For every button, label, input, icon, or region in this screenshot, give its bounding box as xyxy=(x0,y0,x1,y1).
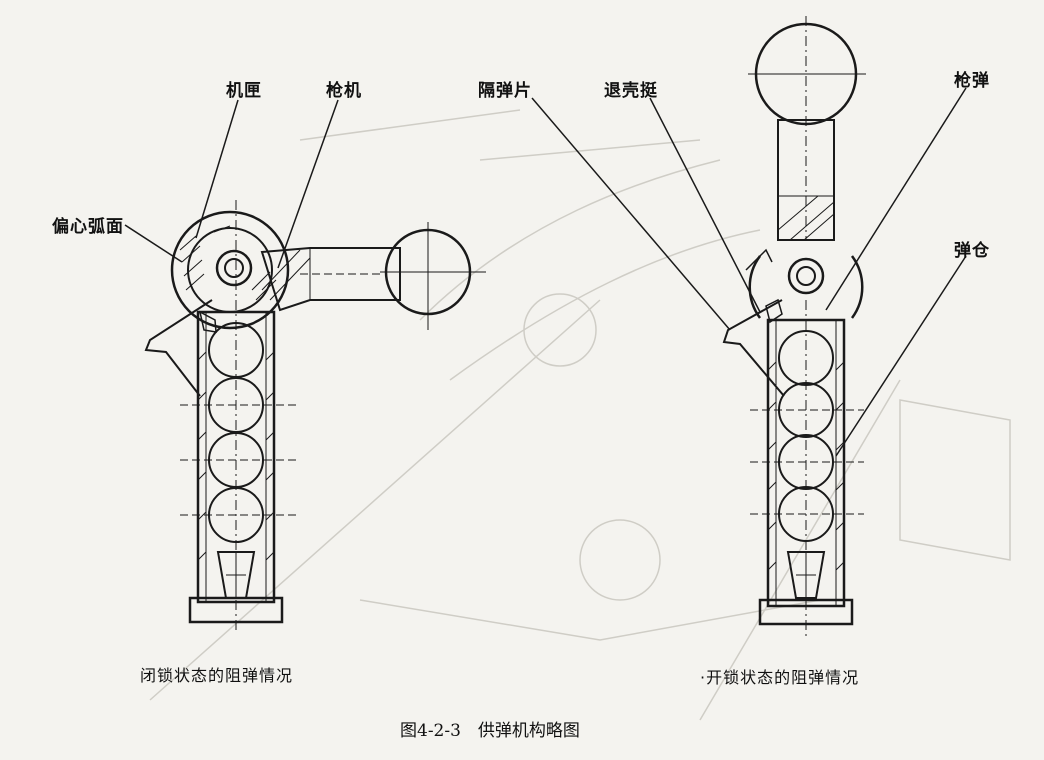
label-magazine: 弹仓 xyxy=(954,241,990,261)
left-view-subtitle: 闭锁状态的阻弹情况 xyxy=(140,666,294,685)
left-leader-lines xyxy=(124,99,339,269)
label-bolt: 枪机 xyxy=(326,81,362,101)
right-leader-lines xyxy=(531,87,967,457)
left-view-drawing xyxy=(144,200,486,630)
bleed-through-background xyxy=(149,109,1011,721)
right-magazine-hatching xyxy=(767,361,845,571)
label-receiver: 机匣 xyxy=(226,81,262,101)
label-ejector: 退壳挺 xyxy=(604,81,658,101)
left-receiver-hatching xyxy=(179,225,277,301)
right-view-subtitle: ·开锁状态的阻弹情况 xyxy=(700,668,860,687)
label-separator: 隔弹片 xyxy=(478,81,532,101)
figure-caption: 图4-2-3 供弹机构略图 xyxy=(400,721,580,741)
right-bolt-hatching xyxy=(777,195,835,241)
right-view-drawing xyxy=(722,16,866,636)
left-magazine-hatching xyxy=(197,351,275,561)
label-cartridge: 枪弹 xyxy=(954,71,990,91)
label-eccentric-arc: 偏心弧面 xyxy=(52,217,124,237)
